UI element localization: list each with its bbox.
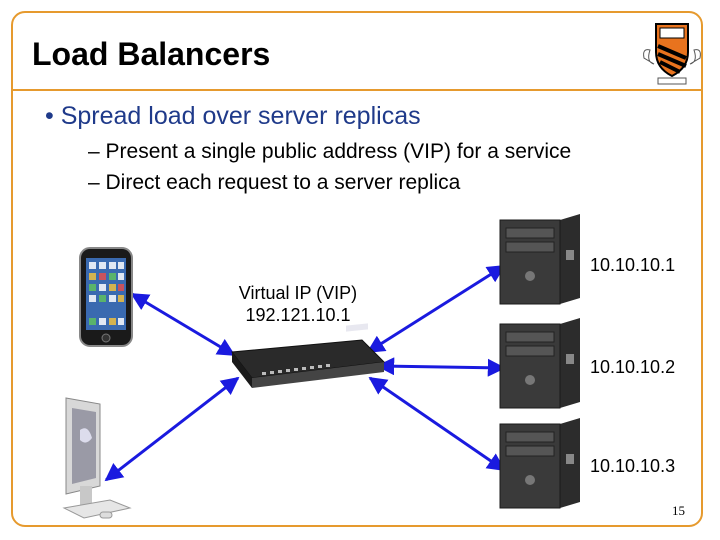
load-balancer-appliance-icon (231, 323, 386, 388)
link-balancer-server1 (366, 264, 506, 354)
vip-address: 192.121.10.1 (245, 305, 351, 325)
server-tower-icon (499, 418, 580, 509)
university-crest-icon (643, 23, 701, 85)
vip-label: Virtual IP (VIP) 192.121.10.1 (228, 282, 368, 326)
vip-label-title: Virtual IP (VIP) (238, 283, 358, 303)
bullet-main: • Spread load over server replicas (45, 102, 421, 130)
smartphone-icon (79, 247, 133, 347)
desktop-computer-icon (62, 397, 132, 519)
server-tower-icon (499, 318, 580, 409)
subbullet-vip: – Present a single public address (VIP) … (88, 140, 572, 163)
link-balancer-server3 (368, 376, 506, 472)
server-ip-3: 10.10.10.3 (590, 456, 676, 476)
slide-title: Load Balancers (32, 36, 271, 72)
server-ip-1: 10.10.10.1 (590, 255, 676, 275)
page-number: 15 (672, 503, 685, 518)
subbullet-direct: – Direct each request to a server replic… (88, 171, 461, 194)
link-phone-balancer (130, 292, 236, 357)
server-ip-2: 10.10.10.2 (590, 357, 676, 377)
slide-frame (11, 11, 703, 527)
link-balancer-server2 (376, 357, 506, 377)
server-tower-icon (499, 214, 580, 305)
title-band (13, 13, 701, 91)
link-desktop-balancer (104, 376, 240, 482)
